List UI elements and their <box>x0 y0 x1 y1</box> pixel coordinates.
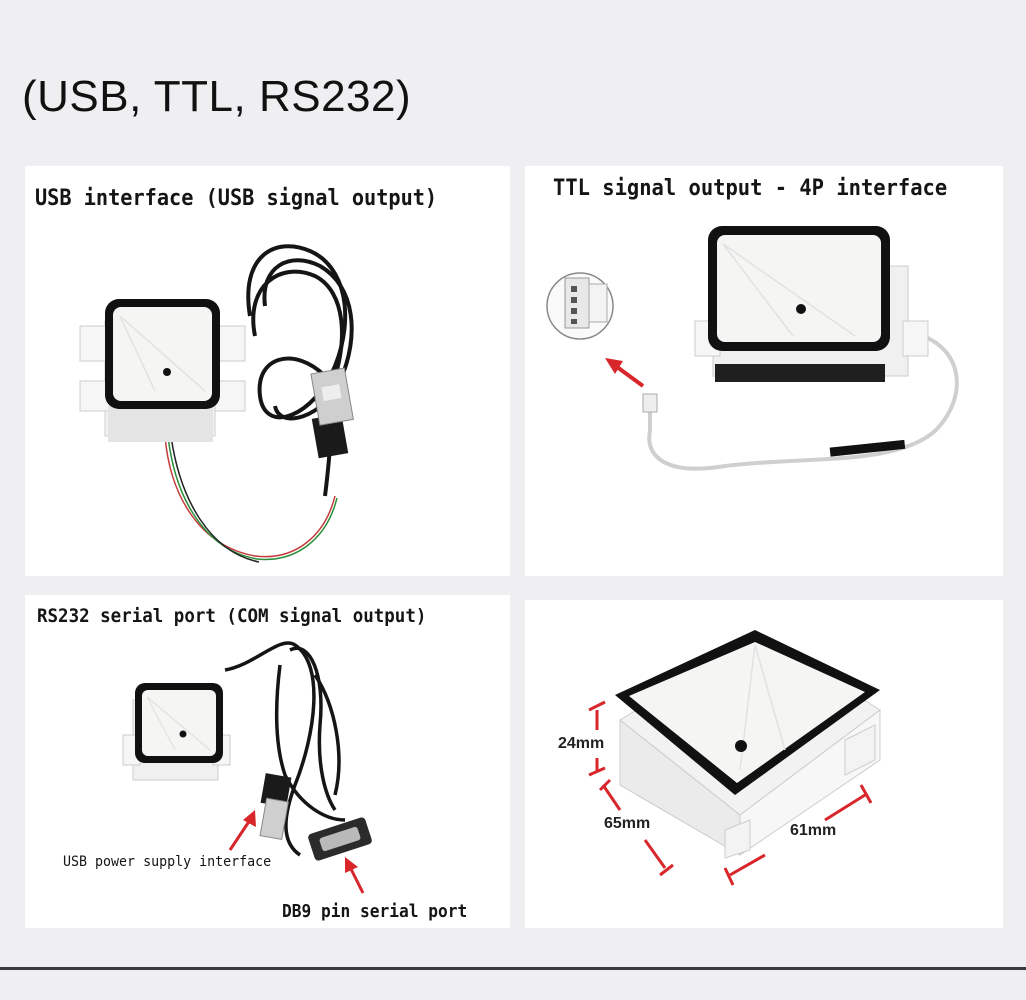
width-dimension-label: 61mm <box>790 822 837 839</box>
length-dimension-label: 65mm <box>604 815 651 832</box>
ttl-scanner-photo <box>546 226 959 471</box>
page-title: (USB, TTL, RS232) <box>22 72 412 121</box>
connector-zoom-icon <box>546 272 614 340</box>
usb-panel-title: USB interface (USB signal output) <box>35 186 438 211</box>
db9-connector-icon <box>308 817 372 861</box>
ttl-interface-panel: TTL signal output - 4P interface <box>525 166 1003 576</box>
usb-scanner-photo <box>79 244 354 563</box>
usb-plug-icon <box>310 367 354 459</box>
arrow-icon <box>605 358 645 388</box>
usb-plug-icon <box>259 773 292 841</box>
dimensions-scanner-photo <box>588 630 881 886</box>
ttl-panel-title: TTL signal output - 4P interface <box>553 176 948 201</box>
height-dimension-label: 24mm <box>558 735 605 752</box>
rs232-panel-title: RS232 serial port (COM signal output) <box>37 605 427 627</box>
db9-port-label: DB9 pin serial port <box>282 901 468 922</box>
arrow-icon <box>228 810 365 894</box>
usb-power-label: USB power supply interface <box>63 854 272 870</box>
rs232-interface-panel: RS232 serial port (COM signal output) US… <box>25 595 510 928</box>
usb-interface-panel: USB interface (USB signal output) <box>25 166 510 576</box>
bottom-divider <box>0 967 1026 970</box>
rs232-scanner-photo <box>122 641 372 894</box>
dimension-lines <box>588 700 873 886</box>
dimensions-panel: 24mm 65mm 61mm <box>525 600 1003 928</box>
